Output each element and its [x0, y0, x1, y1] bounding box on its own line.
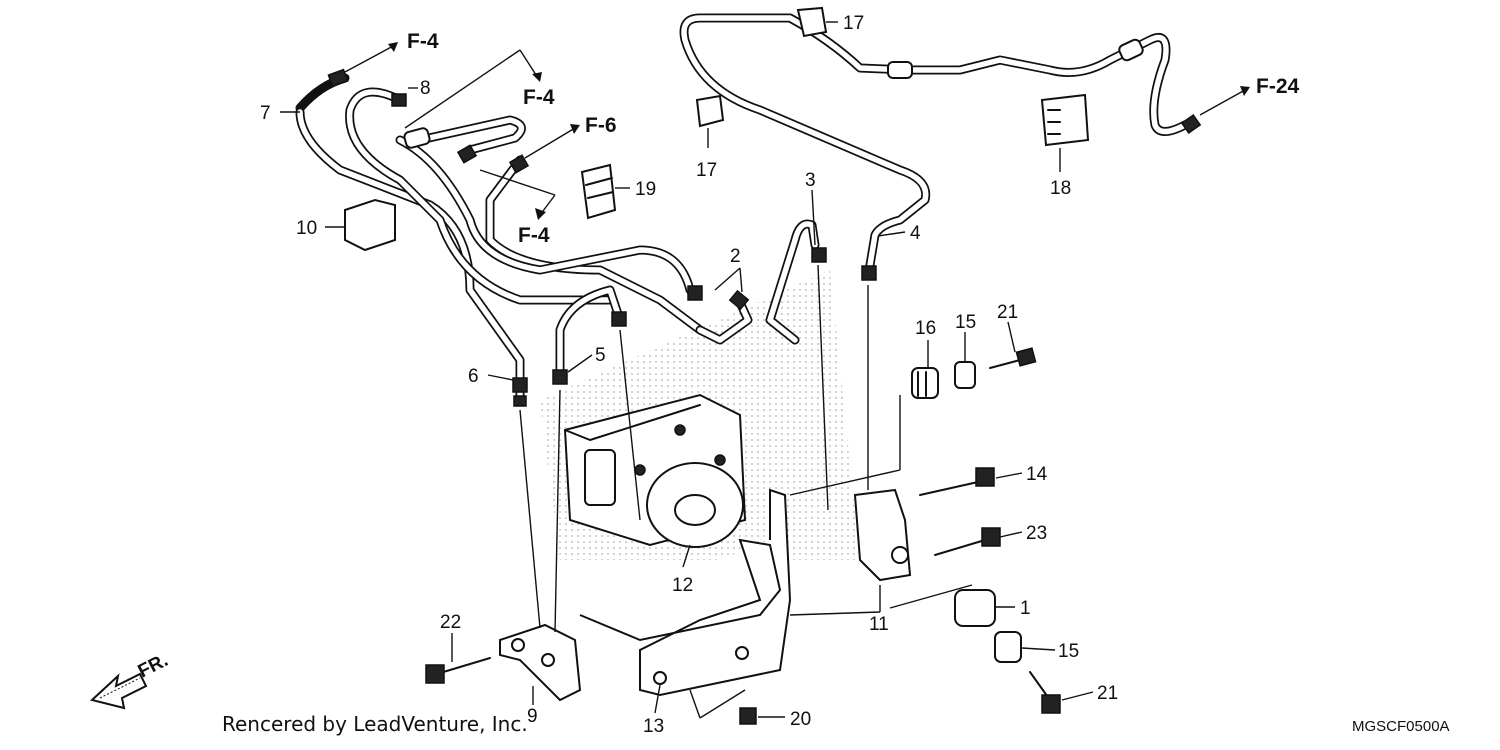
arrow-f6: [570, 124, 580, 134]
callout-8: 8: [420, 78, 431, 99]
callout-22: 22: [440, 612, 461, 633]
callout-9: 9: [527, 706, 538, 727]
diagram-code: MGSCF0500A: [1352, 718, 1450, 735]
abs-modulator: [563, 393, 747, 548]
callout-10: 10: [296, 218, 317, 239]
callout-4: 4: [910, 223, 921, 244]
front-direction-arrow: FR.: [89, 650, 172, 710]
ref-f4-mid: F-4: [523, 86, 555, 109]
callout-7: 7: [260, 103, 271, 124]
ref-f4-low: F-4: [518, 224, 550, 247]
callout-15b: 15: [1058, 641, 1079, 662]
callout-15a: 15: [955, 312, 976, 333]
leader-lines: [280, 21, 1250, 719]
credit-text: Rencered by LeadVenture, Inc.: [222, 712, 528, 736]
callout-14: 14: [1026, 464, 1048, 485]
ref-f24: F-24: [1256, 75, 1300, 98]
callout-3: 3: [805, 170, 816, 191]
callout-numbers: 1 2 3 4 5 6 7 8 9 10 11 12 13 14 15 15 1…: [260, 13, 1118, 737]
arrow-f4-low: [535, 208, 546, 220]
ref-f4-top: F-4: [407, 30, 439, 53]
callout-11: 11: [869, 614, 889, 635]
arrow-f4-top: [388, 42, 398, 52]
pipe-fittings: [327, 38, 1202, 407]
callout-20: 20: [790, 709, 811, 730]
callout-6: 6: [468, 366, 479, 387]
brackets: [499, 488, 912, 702]
arrow-f24: [1240, 86, 1250, 96]
arrow-f4-mid: [532, 72, 542, 82]
figure-references: F-4 F-4 F-6 F-4 F-24: [407, 30, 1300, 247]
callout-21b: 21: [1097, 683, 1118, 704]
callout-19: 19: [635, 179, 656, 200]
ref-f6: F-6: [585, 114, 617, 137]
small-parts: [344, 6, 1090, 725]
callout-13: 13: [643, 716, 664, 737]
callout-12: 12: [672, 575, 693, 596]
callout-2: 2: [730, 246, 741, 267]
callout-21a: 21: [997, 302, 1018, 323]
callout-17b: 17: [696, 160, 717, 181]
callout-5: 5: [595, 345, 606, 366]
callout-23: 23: [1026, 523, 1047, 544]
callout-16: 16: [915, 318, 936, 339]
brake-pipes: [295, 13, 1190, 405]
callout-17a: 17: [843, 13, 864, 34]
callout-1: 1: [1020, 598, 1031, 619]
callout-18: 18: [1050, 178, 1071, 199]
